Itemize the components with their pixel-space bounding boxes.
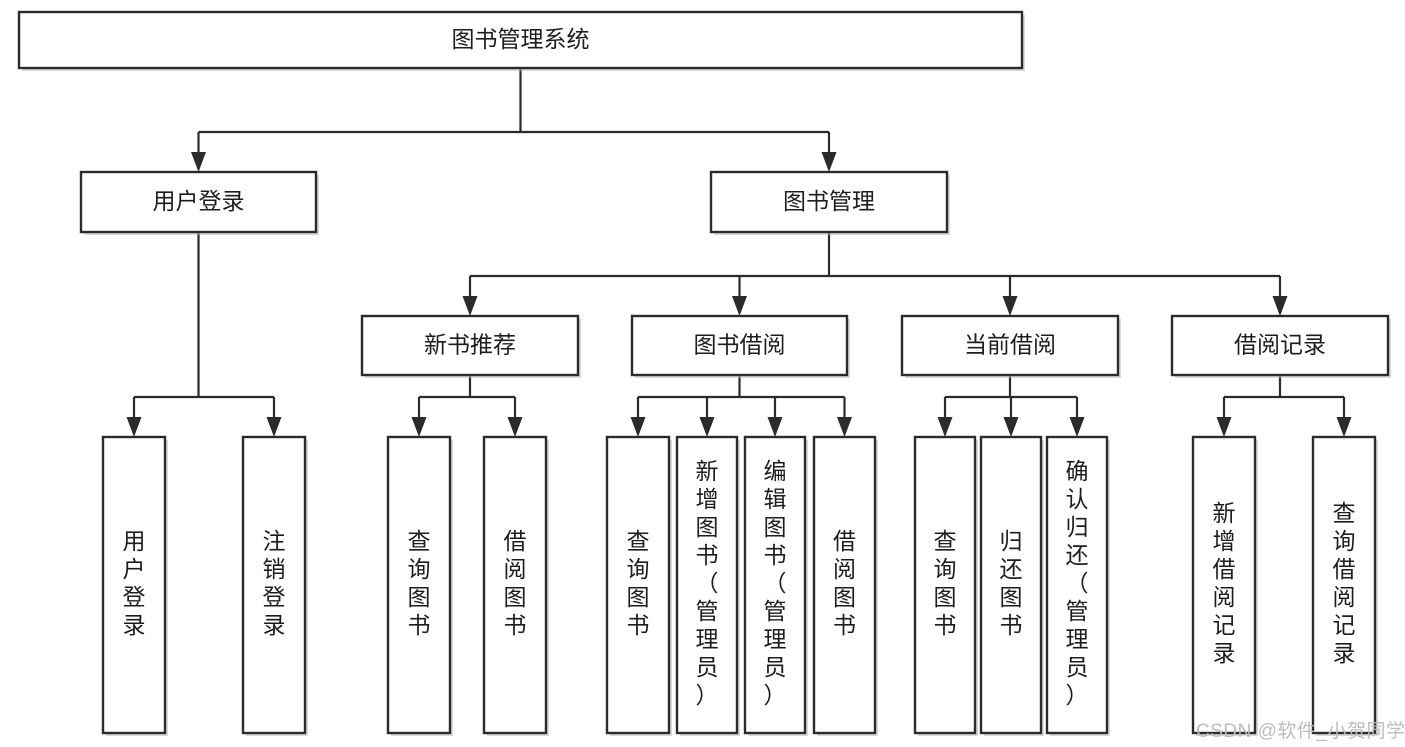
node-label: 查询借阅记录 — [1333, 500, 1356, 666]
node-box[interactable] — [605, 435, 671, 735]
node-label: 归还图书 — [1000, 528, 1023, 638]
node-box[interactable] — [630, 314, 849, 377]
node-box[interactable] — [1170, 314, 1390, 377]
node-label: 确认归还（管理员） — [1066, 458, 1089, 708]
node-label: 借阅记录 — [1234, 332, 1326, 358]
node-leaf-query-book-recommend[interactable]: 查询图书 — [386, 435, 453, 736]
node-box[interactable] — [979, 435, 1043, 735]
node-label: 编辑图书（管理员） — [764, 458, 787, 708]
node-label: 新书推荐 — [424, 332, 516, 358]
node-box[interactable] — [386, 435, 452, 735]
node-leaf-add-borrow-record[interactable]: 新增借阅记录 — [1191, 435, 1258, 736]
node-box[interactable] — [79, 170, 318, 234]
node-leaf-query-borrow-record[interactable]: 查询借阅记录 — [1311, 435, 1378, 736]
node-current-borrow[interactable]: 当前借阅 — [900, 314, 1121, 378]
node-leaf-return-book[interactable]: 归还图书 — [979, 435, 1044, 736]
node-leaf-query-book-current[interactable]: 查询图书 — [913, 435, 978, 736]
node-leaf-add-book[interactable]: 新增图书（管理员） — [675, 435, 740, 736]
node-layer: 图书管理系统用户登录图书管理新书推荐图书借阅当前借阅借阅记录用户登录注销登录查询… — [17, 10, 1391, 736]
node-leaf-borrow-book[interactable]: 借阅图书 — [812, 435, 878, 736]
node-box[interactable] — [1191, 435, 1257, 735]
node-label: 查询图书 — [627, 528, 650, 638]
node-label: 查询图书 — [408, 528, 431, 638]
node-box[interactable] — [900, 314, 1120, 377]
connector-layer — [126, 68, 1352, 437]
node-box[interactable] — [913, 435, 977, 735]
node-label: 借阅图书 — [504, 528, 527, 638]
node-label: 用户登录 — [123, 528, 146, 638]
node-box[interactable] — [743, 435, 807, 735]
node-book-manage[interactable]: 图书管理 — [709, 170, 950, 235]
node-box[interactable] — [17, 10, 1024, 70]
node-leaf-user-login[interactable]: 用户登录 — [101, 435, 168, 736]
node-box[interactable] — [675, 435, 739, 735]
node-label: 当前借阅 — [964, 332, 1056, 358]
node-box[interactable] — [1311, 435, 1377, 735]
node-leaf-edit-book[interactable]: 编辑图书（管理员） — [743, 435, 808, 736]
node-label: 图书借阅 — [694, 332, 786, 358]
node-leaf-query-book-borrow[interactable]: 查询图书 — [605, 435, 672, 736]
node-box[interactable] — [241, 435, 307, 735]
node-label: 用户登录 — [153, 188, 245, 214]
node-label: 新增借阅记录 — [1213, 500, 1236, 666]
node-leaf-logout-login[interactable]: 注销登录 — [241, 435, 308, 736]
node-box[interactable] — [482, 435, 548, 735]
node-box[interactable] — [360, 314, 580, 377]
node-label: 查询图书 — [934, 528, 957, 638]
node-label: 新增图书（管理员） — [696, 458, 719, 708]
node-label: 图书管理 — [783, 188, 875, 214]
node-box[interactable] — [812, 435, 877, 735]
node-label: 图书管理系统 — [452, 26, 590, 52]
node-new-book-recommend[interactable]: 新书推荐 — [360, 314, 581, 378]
node-leaf-borrow-book-recommend[interactable]: 借阅图书 — [482, 435, 549, 736]
node-label: 借阅图书 — [833, 528, 856, 638]
node-label: 注销登录 — [263, 528, 286, 638]
node-leaf-confirm-return[interactable]: 确认归还（管理员） — [1045, 435, 1110, 736]
node-user-login[interactable]: 用户登录 — [79, 170, 319, 235]
node-box[interactable] — [1045, 435, 1109, 735]
node-box[interactable] — [709, 170, 949, 234]
node-borrow-record[interactable]: 借阅记录 — [1170, 314, 1391, 378]
node-box[interactable] — [101, 435, 167, 735]
node-root[interactable]: 图书管理系统 — [17, 10, 1025, 71]
node-book-borrow[interactable]: 图书借阅 — [630, 314, 850, 378]
